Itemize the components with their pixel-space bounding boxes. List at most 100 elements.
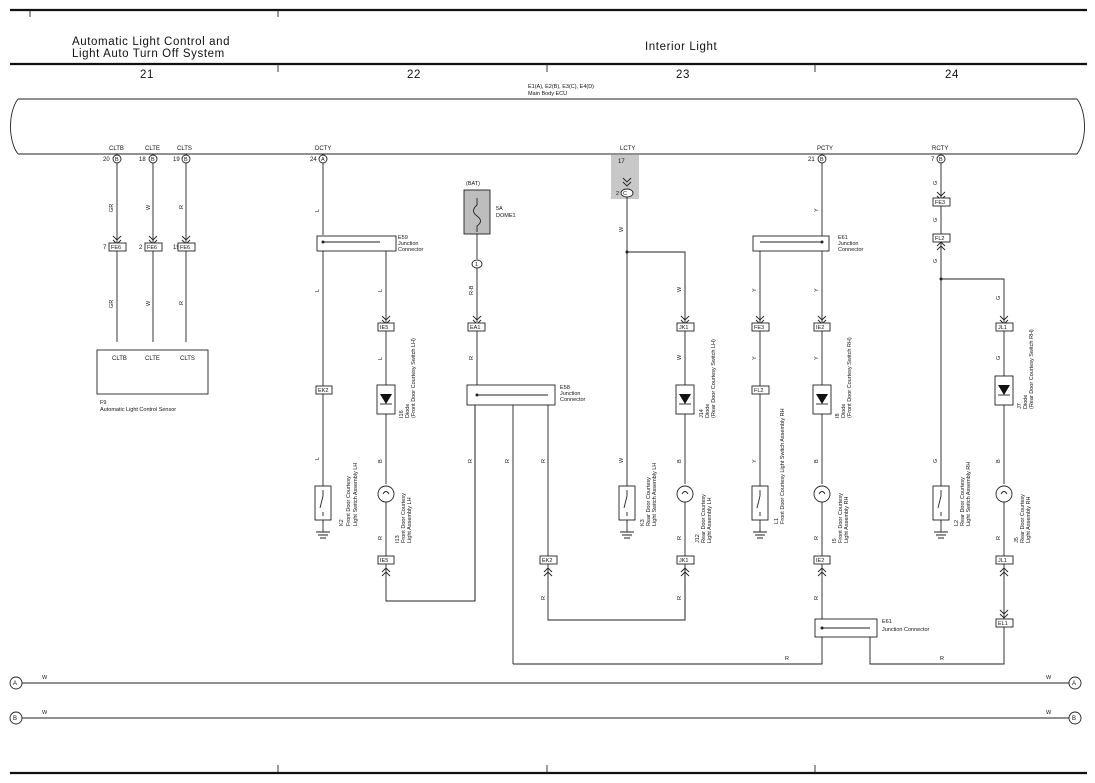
wire-color: GR bbox=[109, 300, 115, 308]
ecu-band-right-curve bbox=[1076, 98, 1085, 155]
pin-number: 7 bbox=[931, 157, 935, 163]
ecu-pin-labels: CLTB CLTE CLTS DCTY LCTY PCTY RCTY bbox=[109, 146, 948, 152]
circuit-light-control-sensor: 20 B 18 B 19 B GR W R 7 FE6 2 FE6 19 FE6… bbox=[96, 154, 209, 413]
bus-b-right-label: B bbox=[1072, 716, 1076, 722]
junction-connector-e59 bbox=[316, 235, 397, 252]
wire-color: Y bbox=[752, 356, 758, 360]
connector-box bbox=[315, 385, 333, 395]
component-id: E61 bbox=[838, 235, 848, 241]
pin-label-clts: CLTS bbox=[177, 146, 192, 152]
connector-label: FE6 bbox=[147, 245, 157, 251]
component-id: L2 bbox=[954, 520, 960, 526]
component-name: Front Door Courtesy bbox=[346, 476, 352, 526]
wire-color: L bbox=[378, 289, 384, 292]
wire-color: R bbox=[179, 301, 185, 305]
component-name: Light Assembly LH bbox=[707, 497, 713, 543]
pin-label-rcty: RCTY bbox=[932, 146, 948, 152]
sensor-pin-clte: CLTE bbox=[145, 356, 160, 362]
ground-symbol bbox=[620, 531, 634, 539]
column-number-22: 22 bbox=[407, 69, 421, 81]
component-name: Front Door Courtesy Light Switch Assembl… bbox=[780, 408, 786, 524]
connector-box bbox=[108, 242, 127, 252]
wire-color: R bbox=[505, 459, 511, 463]
connector-label: EK2 bbox=[318, 388, 328, 394]
pin-label-clte: CLTE bbox=[145, 146, 160, 152]
pin-number: 24 bbox=[310, 157, 317, 163]
component-name: Connector bbox=[560, 397, 586, 403]
component-name: Rear Door Courtesy bbox=[1020, 494, 1026, 543]
wire-color: W bbox=[619, 226, 625, 232]
component-name: Light Assembly RH bbox=[1026, 497, 1032, 543]
ground-symbol bbox=[934, 531, 948, 539]
pin-label-dcty: DCTY bbox=[315, 146, 331, 152]
component-name: Rear Door Courtesy bbox=[701, 494, 707, 543]
pin-number: 7 bbox=[103, 245, 107, 251]
wire-color: L bbox=[315, 209, 321, 212]
connector-label: EL1 bbox=[998, 621, 1008, 627]
bus-b-left-label: B bbox=[13, 716, 17, 722]
connector-label: FE3 bbox=[754, 325, 764, 331]
component-id: F9 bbox=[100, 400, 106, 406]
diode-symbol bbox=[816, 394, 828, 404]
component-name: Rear Door Courtesy bbox=[960, 477, 966, 526]
connector-box bbox=[751, 322, 770, 332]
fuse-symbol bbox=[473, 198, 481, 232]
diode-symbol bbox=[679, 394, 691, 404]
component-name: Junction Connector bbox=[882, 627, 930, 633]
connector-label: EK2 bbox=[542, 558, 552, 564]
terminal-letter: B bbox=[115, 157, 119, 163]
component-name: Diode bbox=[405, 404, 411, 418]
component-name: Rear Door Courtesy bbox=[646, 477, 652, 526]
connector-box bbox=[177, 242, 196, 252]
wire-color: Y bbox=[814, 356, 820, 360]
component-id: E61 bbox=[882, 619, 892, 625]
wire-color: G bbox=[996, 356, 1002, 360]
circuit-rear-door-lh: 17 2 C W W K3 Rear Door Courtesy Light S… bbox=[611, 155, 717, 620]
main-body-ecu: E1(A), E2(B), E3(C), E4(D) Main Body ECU bbox=[10, 84, 1085, 155]
wire-color: R bbox=[677, 536, 683, 540]
pin-number: 21 bbox=[808, 157, 815, 163]
ecu-name: Main Body ECU bbox=[528, 91, 567, 97]
connector-label: JK1 bbox=[679, 325, 688, 331]
connector-label: EA1 bbox=[470, 325, 480, 331]
connector-box bbox=[751, 385, 770, 395]
connector-label: JK1 bbox=[679, 558, 688, 564]
wire-color: R bbox=[179, 205, 185, 209]
ecu-connector-list: E1(A), E2(B), E3(C), E4(D) bbox=[528, 84, 594, 90]
component-name: Junction bbox=[398, 241, 419, 247]
wire-color: B bbox=[814, 459, 820, 463]
component-name: Front Door Courtesy bbox=[401, 493, 407, 543]
courtesy-lamp-j5 bbox=[995, 485, 1013, 503]
bus-b-right-marker bbox=[1068, 711, 1082, 725]
wire-color: Y bbox=[814, 288, 820, 292]
terminal-letter: B bbox=[151, 157, 155, 163]
wire-color: R bbox=[468, 459, 474, 463]
wire-color: W bbox=[146, 204, 152, 210]
bus-b-wire-color: W bbox=[1046, 710, 1052, 716]
connector-box bbox=[995, 555, 1014, 565]
component-name: (Rear Door Courtesy Switch RH) bbox=[1029, 329, 1035, 409]
wire-color: R bbox=[785, 656, 789, 662]
wire-color: G bbox=[933, 259, 939, 263]
ground-symbol bbox=[753, 531, 767, 539]
wire-color: G bbox=[933, 181, 939, 185]
wire-color: R bbox=[996, 536, 1002, 540]
pin-number: 20 bbox=[103, 157, 110, 163]
circuit-dome-fuse: (BAT) 5A DOME1 1 R-B EA1 R E58 Junction … bbox=[463, 181, 686, 664]
connector-label: FE3 bbox=[935, 200, 945, 206]
component-name: Light Switch Assembly LH bbox=[353, 463, 359, 526]
pin-number: 18 bbox=[139, 157, 146, 163]
connector-label: JL1 bbox=[998, 325, 1007, 331]
pin-label-pcty: PCTY bbox=[817, 146, 833, 152]
section-title-right: Interior Light bbox=[645, 41, 718, 53]
component-id: E58 bbox=[560, 385, 570, 391]
wire-color: R bbox=[940, 656, 944, 662]
connector-box bbox=[932, 197, 951, 207]
component-name: Connector bbox=[838, 247, 864, 253]
component-name: Diode bbox=[705, 404, 711, 418]
wire-color: GR bbox=[109, 204, 115, 212]
component-id: J12 bbox=[695, 534, 701, 543]
component-name: Front Door Courtesy bbox=[838, 493, 844, 543]
bus-b-wire-color: W bbox=[42, 710, 48, 716]
